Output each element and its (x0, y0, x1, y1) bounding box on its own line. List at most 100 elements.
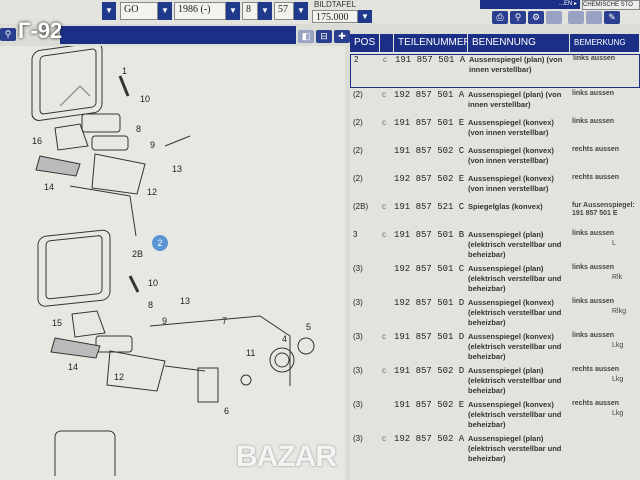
callout-2b[interactable]: 2B (132, 249, 144, 259)
callout-8b[interactable]: 8 (148, 300, 154, 310)
search-icon[interactable]: ⚲ (510, 11, 526, 24)
row-c-flag: c (382, 434, 386, 443)
callout-12[interactable]: 12 (147, 187, 158, 197)
mirror-3-partial (54, 430, 116, 476)
main-group-dropdown-icon[interactable]: ▼ (258, 2, 272, 20)
tab-chemische[interactable]: CHEMISCHE STO (582, 0, 640, 10)
model-select[interactable]: GO (120, 2, 158, 20)
callout-8[interactable]: 8 (136, 124, 142, 134)
row-weight: Rlkg (612, 308, 627, 315)
sub-group-dropdown-icon[interactable]: ▼ (294, 2, 308, 20)
edit-icon[interactable]: ✎ (604, 11, 620, 24)
part-number: 191 857 501 A (395, 55, 466, 65)
row-remark: links aussen (572, 332, 615, 339)
row-c-flag: c (382, 90, 386, 99)
part-number: 191 857 502 D (394, 366, 465, 376)
callout-12b[interactable]: 12 (114, 372, 125, 382)
split-view-icon[interactable]: ◧ (298, 30, 314, 43)
callout-10b[interactable]: 10 (148, 278, 159, 288)
callout-16[interactable]: 16 (32, 136, 43, 146)
callout-13[interactable]: 13 (172, 164, 183, 174)
callout-14[interactable]: 14 (44, 182, 55, 192)
part-name: Aussenspiegel (plan) (von innen verstell… (469, 55, 563, 74)
callout-9b[interactable]: 9 (162, 316, 168, 326)
part-number: 191 857 501 B (394, 230, 465, 240)
callout-1[interactable]: 1 (122, 66, 128, 76)
callout-15[interactable]: 15 (52, 318, 63, 328)
tab-1[interactable]: ...EN ▸ (480, 0, 580, 9)
row-pos: (3) (353, 366, 363, 375)
callout-2-highlight[interactable]: 2 (152, 235, 168, 251)
illustration-dropdown-icon[interactable]: ▼ (358, 10, 372, 23)
part-number: 192 857 502 A (394, 434, 465, 444)
header-pos[interactable]: POS (350, 34, 380, 52)
callout-14b[interactable]: 14 (68, 362, 79, 372)
nav2-icon[interactable] (586, 11, 602, 24)
nav-icon[interactable] (568, 11, 584, 24)
header-part-number[interactable]: TEILENUMMER (394, 34, 471, 52)
year-dropdown-icon[interactable]: ▼ (226, 2, 240, 20)
header-c[interactable] (380, 34, 394, 52)
callout-11[interactable]: 11 (246, 348, 256, 358)
header-remark[interactable]: BEMERKUNG (570, 34, 640, 52)
part-name: Aussenspiegel (konvex) (elektrisch verst… (468, 332, 562, 361)
grid-icon[interactable] (546, 11, 562, 24)
expand-icon[interactable]: ✚ (334, 30, 350, 43)
year-select[interactable]: 1986 (-) (174, 2, 226, 20)
row-pos: (3) (353, 400, 363, 409)
row-remark: links aussen (572, 230, 615, 237)
part-name: Aussenspiegel (plan) (elektrisch verstel… (468, 264, 562, 293)
part-number: 192 857 501 C (394, 264, 465, 274)
part-name: Aussenspiegel (plan) (von innen verstell… (468, 90, 562, 109)
callout-13b[interactable]: 13 (180, 296, 191, 306)
part-name: Spiegelglas (konvex) (468, 202, 543, 211)
row-c-flag: c (382, 118, 386, 127)
illustration-label: BILDTAFEL (314, 0, 357, 9)
tool-icon[interactable]: ⚙ (528, 11, 544, 24)
part-name: Aussenspiegel (plan) (elektrisch verstel… (468, 366, 562, 395)
row-pos: 2 (354, 55, 359, 64)
header-name[interactable]: BENENNUNG (468, 34, 570, 52)
row-c-flag: c (382, 202, 386, 211)
row-pos: (2) (353, 146, 363, 155)
main-group-select[interactable]: 8 (242, 2, 258, 20)
row-pos: (3) (353, 298, 363, 307)
row-c-flag: c (382, 332, 386, 341)
parts-illustration: 1 10 16 8 9 13 14 12 2 2B 10 13 15 8 9 7… (0, 46, 345, 480)
row-weight: Rlk (612, 274, 623, 281)
callout-6[interactable]: 6 (224, 406, 230, 416)
part-number: 192 857 501 A (394, 90, 465, 100)
row-c-flag: c (382, 366, 386, 375)
mirror-exploded-view (31, 46, 315, 403)
model-dropdown-icon[interactable]: ▼ (158, 2, 172, 20)
layout-icon[interactable]: ⊟ (316, 30, 332, 43)
part-number: 191 857 502 E (394, 400, 465, 410)
row-pos: 3 (353, 230, 358, 239)
part-number: 192 857 502 E (394, 174, 465, 184)
sub-group-select[interactable]: 57 (274, 2, 294, 20)
callout-9[interactable]: 9 (150, 140, 156, 150)
callout-7[interactable]: 7 (222, 316, 228, 326)
callout-10[interactable]: 10 (140, 94, 151, 104)
part-number: 191 857 501 E (394, 118, 465, 128)
callout-4[interactable]: 4 (282, 334, 288, 344)
title-bar (60, 26, 296, 44)
row-remark: links aussen (573, 55, 616, 62)
part-number: 192 857 501 D (394, 298, 465, 308)
part-name: Aussenspiegel (konvex) (von innen verste… (468, 118, 554, 137)
row-c-flag: c (382, 230, 386, 239)
callout-5[interactable]: 5 (306, 322, 312, 332)
print-icon[interactable]: ⎙ (492, 11, 508, 24)
row-remark: rechts aussen (572, 146, 620, 153)
dropdown-arrow-icon[interactable]: ▼ (102, 2, 116, 20)
row-pos: (2B) (353, 202, 369, 211)
part-number: 191 857 501 D (394, 332, 465, 342)
row-weight: Lkg (612, 342, 624, 349)
row-weight: Lkg (612, 410, 624, 417)
row-remark: rechts aussen (572, 366, 620, 373)
illustration-select[interactable]: 175.000 (312, 10, 358, 23)
row-pos: (3) (353, 264, 363, 273)
zoom-icon[interactable]: ⚲ (0, 28, 16, 41)
